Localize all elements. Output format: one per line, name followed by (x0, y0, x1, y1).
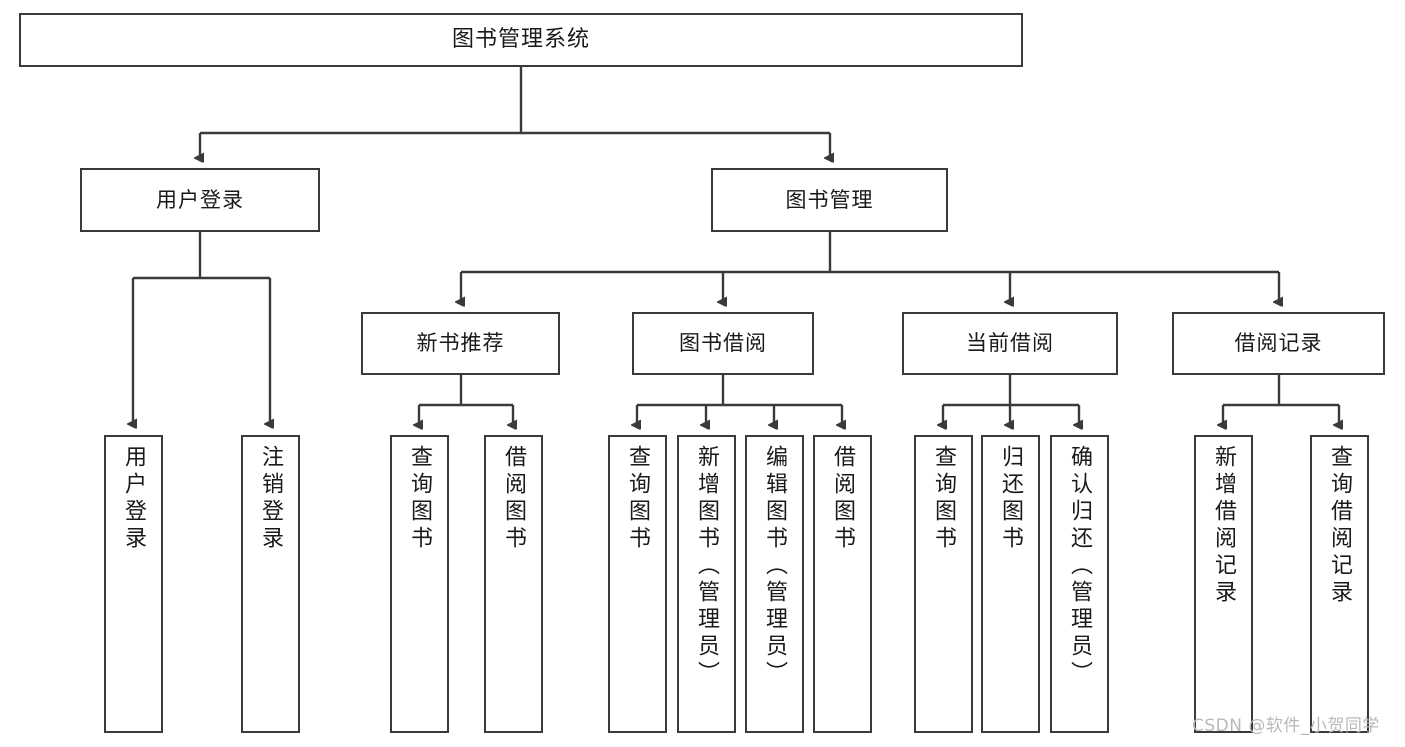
node-label: 用户登录 (156, 187, 244, 212)
leaf-query-book-recommend[interactable]: 查询图书 (390, 435, 449, 733)
leaf-add-borrow-record[interactable]: 新增借阅记录 (1194, 435, 1253, 733)
node-label: 查询借阅记录 (1327, 445, 1353, 607)
node-label: 编辑图书（管理员） (762, 445, 788, 688)
node-label: 图书管理 (785, 187, 874, 212)
leaf-logout-login[interactable]: 注销登录 (241, 435, 300, 733)
node-borrow-record[interactable]: 借阅记录 (1172, 312, 1385, 375)
node-label: 图书借阅 (679, 331, 767, 356)
leaf-confirm-return-admin[interactable]: 确认归还（管理员） (1050, 435, 1109, 733)
node-label: 新增图书（管理员） (694, 445, 720, 688)
node-label: 借阅图书 (501, 445, 527, 553)
node-label: 查询图书 (407, 445, 433, 553)
node-label: 归还图书 (998, 445, 1024, 553)
node-label: 新增借阅记录 (1211, 445, 1237, 607)
node-label: 新书推荐 (416, 331, 505, 356)
node-user-login[interactable]: 用户登录 (80, 168, 320, 232)
leaf-borrow-book-recommend[interactable]: 借阅图书 (484, 435, 543, 733)
watermark-text: CSDN @软件_小贺同学 (1192, 716, 1380, 736)
node-book-management[interactable]: 图书管理 (711, 168, 948, 232)
node-label: 当前借阅 (966, 331, 1054, 356)
node-label: 借阅图书 (830, 445, 856, 553)
node-label: 注销登录 (258, 445, 284, 553)
leaf-query-borrow-record[interactable]: 查询借阅记录 (1310, 435, 1369, 733)
leaf-query-book-current[interactable]: 查询图书 (914, 435, 973, 733)
node-book-borrow[interactable]: 图书借阅 (632, 312, 814, 375)
node-label: 查询图书 (931, 445, 957, 553)
leaf-edit-book-admin[interactable]: 编辑图书（管理员） (745, 435, 804, 733)
leaf-borrow-book[interactable]: 借阅图书 (813, 435, 872, 733)
node-root-system[interactable]: 图书管理系统 (19, 13, 1023, 67)
node-new-book-recommend[interactable]: 新书推荐 (361, 312, 560, 375)
node-current-borrow[interactable]: 当前借阅 (902, 312, 1118, 375)
node-label: 图书管理系统 (451, 27, 590, 53)
node-label: 查询图书 (625, 445, 651, 553)
leaf-return-book[interactable]: 归还图书 (981, 435, 1040, 733)
leaf-user-login[interactable]: 用户登录 (104, 435, 163, 733)
leaf-add-book-admin[interactable]: 新增图书（管理员） (677, 435, 736, 733)
node-label: 确认归还（管理员） (1067, 445, 1093, 688)
leaf-query-book-borrow[interactable]: 查询图书 (608, 435, 667, 733)
node-label: 借阅记录 (1234, 331, 1323, 356)
node-label: 用户登录 (121, 445, 147, 553)
